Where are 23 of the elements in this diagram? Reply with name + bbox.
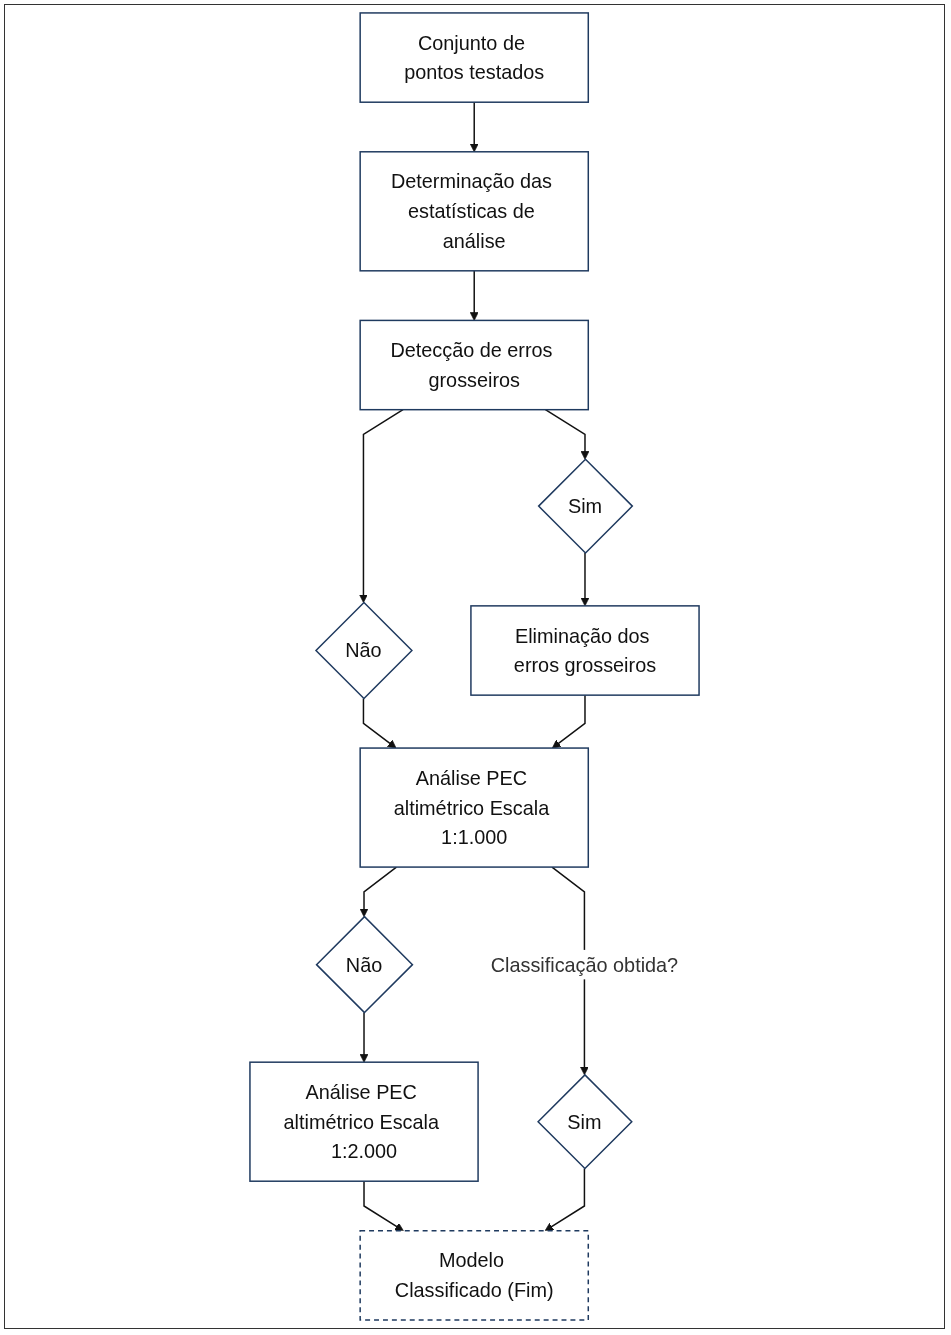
node-box: Detecção de erros grosseiros [359, 319, 590, 411]
node-box: Eliminação dos erros grosseiros [470, 605, 700, 696]
node-diamond: Não [315, 915, 414, 1014]
arrow [359, 866, 398, 918]
arrow [469, 270, 479, 321]
arrow [469, 101, 479, 153]
arrow [544, 408, 590, 460]
edge-label: Classificação obtida? [490, 953, 679, 976]
node-box: Conjunto de pontos testados [359, 12, 590, 103]
arrow [544, 1167, 586, 1232]
node-box: Análise PEC altimétrico Escala 1:1.000 [359, 747, 590, 868]
arrow [552, 694, 586, 749]
node-box: Modelo Classificado (Fim) [359, 1230, 590, 1321]
node-diamond: Não [314, 601, 413, 700]
node-box: Determinação das estatísticas de análise [359, 151, 590, 272]
arrow [580, 552, 590, 607]
arrow [359, 408, 404, 603]
node-diamond: Sim [537, 458, 634, 554]
node-box: Análise PEC altimétrico Escala 1:2.000 [249, 1061, 479, 1182]
node-diamond: Sim [537, 1073, 633, 1170]
arrow [363, 1180, 404, 1232]
arrow [362, 697, 397, 749]
arrow [359, 1011, 369, 1063]
